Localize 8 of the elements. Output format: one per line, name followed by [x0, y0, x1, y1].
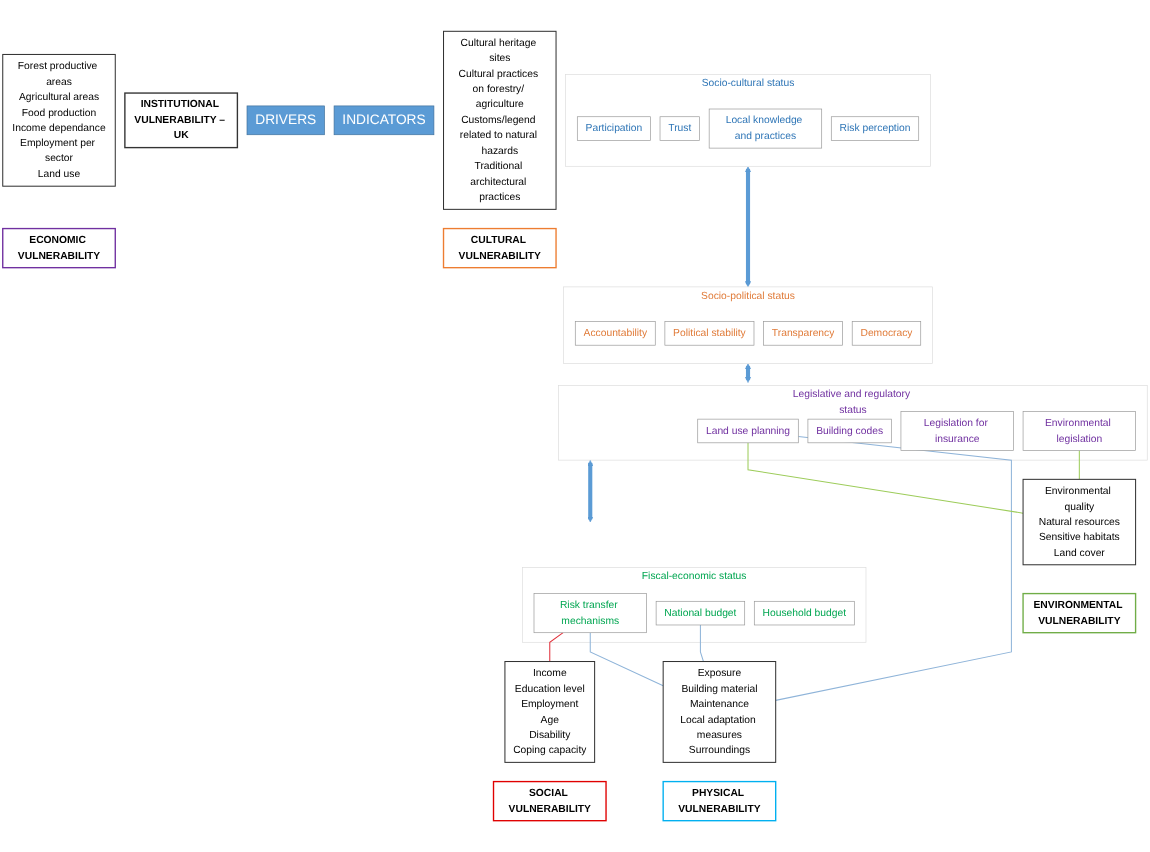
arrow [587, 460, 594, 523]
connector [589, 632, 664, 687]
connector [1078, 450, 1080, 480]
arrow [745, 166, 752, 288]
connector [549, 632, 564, 663]
connector [747, 442, 1024, 514]
connector [775, 436, 1012, 701]
connector [699, 624, 704, 663]
